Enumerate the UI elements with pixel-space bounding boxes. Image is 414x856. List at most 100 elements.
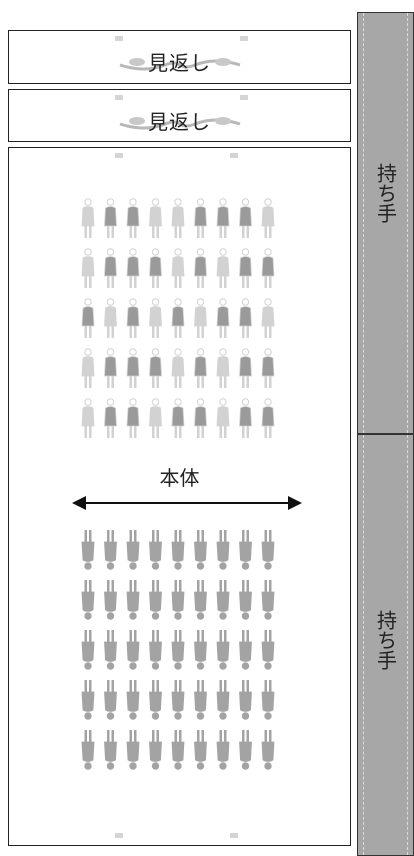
figure-silhouette: [261, 248, 275, 288]
figure-silhouette: [194, 398, 207, 438]
figure-silhouette: [149, 680, 162, 720]
figure-silhouette: [216, 298, 230, 338]
figure-silhouette: [81, 580, 95, 620]
figure-silhouette: [149, 298, 162, 338]
figure-silhouette: [104, 398, 117, 438]
figure-silhouette: [126, 680, 140, 720]
figure-silhouette: [194, 730, 207, 770]
figure-silhouette: [126, 398, 140, 438]
figure-silhouette: [104, 248, 117, 288]
figure-silhouette: [149, 530, 162, 570]
figure-silhouette: [261, 348, 275, 388]
figure-silhouette: [194, 348, 207, 388]
figure-silhouette: [81, 298, 95, 338]
figure-silhouette: [216, 630, 230, 670]
figure-silhouette: [149, 198, 162, 238]
figure-silhouette: [261, 730, 275, 770]
handle-label: 持ち手: [373, 610, 398, 670]
figure-silhouette: [194, 530, 207, 570]
figure-silhouette: [104, 298, 117, 338]
handle-strap-bottom: 持ち手: [357, 434, 414, 856]
figure-silhouette: [126, 348, 140, 388]
mikaeshi-panel-top: 見返し: [8, 30, 351, 84]
figure-silhouette: [81, 730, 95, 770]
figure-silhouette: [81, 680, 95, 720]
figure-silhouette: [104, 580, 117, 620]
figure-silhouette: [216, 580, 230, 620]
body-label: 本体: [159, 466, 200, 490]
figure-silhouette: [239, 680, 252, 720]
figure-silhouette: [239, 730, 252, 770]
figure-silhouette: [171, 198, 185, 238]
figure-silhouette: [171, 680, 185, 720]
double-arrow-icon: [72, 496, 302, 510]
figure-silhouette: [194, 248, 207, 288]
faint-print-marks-bottom: [15, 832, 344, 840]
figure-silhouette: [261, 398, 275, 438]
figure-silhouette: [239, 298, 252, 338]
figure-silhouette: [171, 298, 185, 338]
figure-silhouette: [194, 680, 207, 720]
figure-silhouette: [216, 530, 230, 570]
figure-silhouette: [81, 248, 95, 288]
figure-silhouette: [126, 630, 140, 670]
figure-silhouette: [104, 730, 117, 770]
figure-silhouette: [216, 680, 230, 720]
figure-silhouette: [81, 530, 95, 570]
faint-print-marks: [15, 35, 344, 43]
figure-silhouette: [239, 580, 252, 620]
figure-silhouette: [149, 248, 162, 288]
figure-silhouette: [171, 248, 185, 288]
faint-print-marks: [15, 152, 344, 160]
figure-silhouette: [104, 630, 117, 670]
figure-silhouette: [171, 580, 185, 620]
figure-silhouette: [261, 198, 275, 238]
figure-silhouette: [126, 298, 140, 338]
figure-silhouette: [216, 348, 230, 388]
figure-grid-upper: [79, 196, 284, 446]
figure-silhouette: [261, 298, 275, 338]
figure-silhouette: [261, 630, 275, 670]
figure-silhouette: [126, 248, 140, 288]
handle-strap-top: 持ち手: [357, 12, 414, 434]
figure-silhouette: [149, 630, 162, 670]
figure-silhouette: [104, 680, 117, 720]
figure-silhouette: [81, 348, 95, 388]
figure-silhouette: [171, 730, 185, 770]
figure-grid-lower: [79, 526, 284, 776]
figure-silhouette: [149, 398, 162, 438]
figure-silhouette: [81, 630, 95, 670]
figure-silhouette: [261, 680, 275, 720]
figure-silhouette: [104, 530, 117, 570]
figure-silhouette: [261, 530, 275, 570]
figure-silhouette: [126, 730, 140, 770]
figure-silhouette: [126, 530, 140, 570]
figure-silhouette: [216, 198, 230, 238]
mikaeshi-panel-bottom: 見返し: [8, 89, 351, 142]
figure-silhouette: [239, 398, 252, 438]
handle-label: 持ち手: [373, 163, 398, 223]
figure-silhouette: [194, 198, 207, 238]
figure-silhouette: [149, 730, 162, 770]
figure-silhouette: [239, 348, 252, 388]
figure-silhouette: [171, 630, 185, 670]
figure-silhouette: [149, 348, 162, 388]
figure-silhouette: [81, 398, 95, 438]
swash-ornament: [119, 117, 240, 130]
figure-silhouette: [239, 198, 252, 238]
figure-silhouette: [171, 348, 185, 388]
figure-silhouette: [194, 630, 207, 670]
figure-silhouette: [126, 198, 140, 238]
swash-ornament: [119, 58, 240, 71]
figure-silhouette: [104, 348, 117, 388]
figure-silhouette: [171, 530, 185, 570]
figure-silhouette: [104, 198, 117, 238]
figure-silhouette: [261, 580, 275, 620]
figure-silhouette: [126, 580, 140, 620]
figure-silhouette: [239, 530, 252, 570]
body-panel: 本体: [8, 147, 351, 846]
figure-silhouette: [239, 248, 252, 288]
figure-silhouette: [171, 398, 185, 438]
figure-silhouette: [216, 730, 230, 770]
figure-silhouette: [81, 198, 95, 238]
